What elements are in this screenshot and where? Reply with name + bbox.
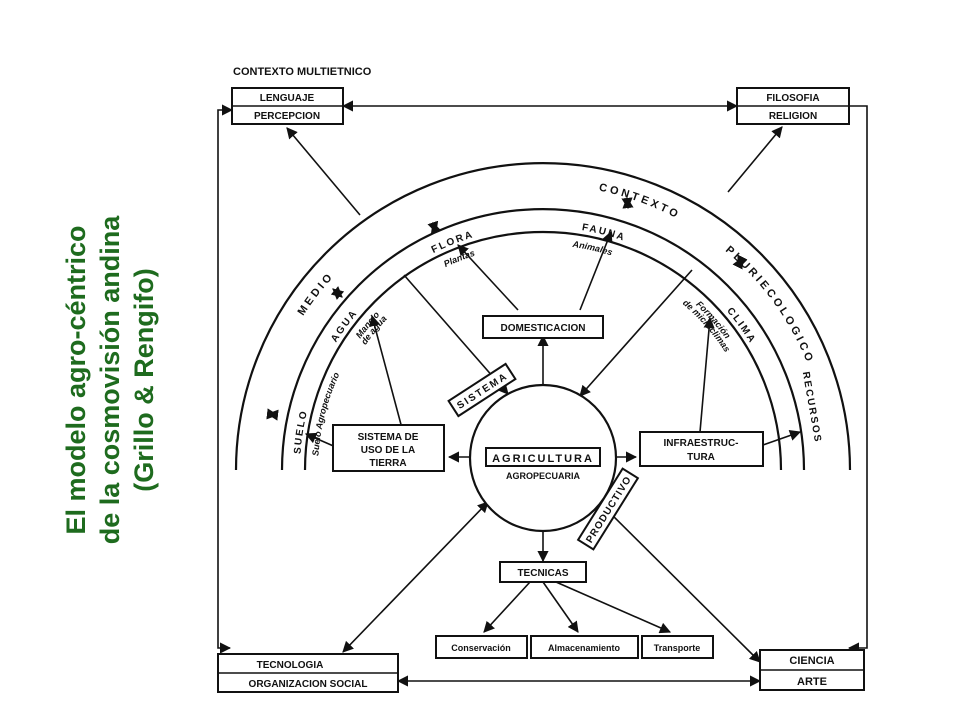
arc-label-medio: MEDIO (296, 270, 337, 318)
ecology-arcs (234, 161, 852, 471)
lenguaje-label: LENGUAJE (260, 93, 315, 104)
corner-box-ciencia: CIENCIA ARTE (759, 649, 865, 691)
almacenamiento-box: Almacenamiento (530, 635, 639, 659)
agricultura-circle: AGRICULTURA AGROPECUARIA (468, 383, 618, 533)
infraestructura-box: INFRAESTRUC- TURA (639, 431, 764, 467)
agropecuaria-label: AGROPECUARIA (506, 471, 581, 481)
conservacion-label: Conservación (451, 643, 511, 653)
almacenamiento-label: Almacenamiento (548, 643, 621, 653)
corner-box-lenguaje: LENGUAJE PERCEPCION (231, 87, 344, 125)
corner-box-tecnologia: TECNOLOGIA ORGANIZACION SOCIAL (217, 653, 399, 693)
frame-lines (217, 100, 868, 687)
sistema-uso-line-1: SISTEMA DE (358, 432, 419, 443)
sistema-uso-line-2: USO DE LA (361, 445, 415, 456)
percepcion-label: PERCEPCION (254, 111, 320, 122)
context-label: CONTEXTO MULTIETNICO (233, 66, 372, 78)
transporte-box: Transporte (641, 635, 714, 659)
tecnicas-label: TECNICAS (517, 568, 568, 579)
tecnicas-box: TECNICAS (499, 561, 587, 583)
ciencia-label: CIENCIA (789, 655, 834, 667)
religion-label: RELIGION (769, 111, 817, 122)
infraestructura-line-2: TURA (687, 452, 715, 463)
corner-box-filosofia: FILOSOFIA RELIGION (736, 87, 850, 125)
filosofia-label: FILOSOFIA (766, 93, 819, 104)
arc-label-contexto: CONTEXTO (598, 182, 683, 222)
organizacion-label: ORGANIZACION SOCIAL (249, 679, 368, 690)
link-marks (266, 196, 748, 421)
arte-label: ARTE (797, 676, 827, 688)
transporte-label: Transporte (654, 643, 701, 653)
domesticacion-label: DOMESTICACION (501, 323, 586, 334)
recursos-label: RECURSOS (800, 371, 823, 444)
sistema-uso-line-3: TIERRA (369, 458, 406, 469)
conservacion-box: Conservación (435, 635, 528, 659)
domesticacion-box: DOMESTICACION (482, 315, 604, 339)
agricultura-label: AGRICULTURA (492, 453, 594, 465)
sistema-uso-box: SISTEMA DE USO DE LA TIERRA (332, 424, 445, 472)
arc-label-clima: CLIMA (724, 306, 758, 346)
infraestructura-line-1: INFRAESTRUC- (664, 438, 739, 449)
tecnologia-label: TECNOLOGIA (257, 660, 324, 671)
connections (286, 126, 802, 663)
